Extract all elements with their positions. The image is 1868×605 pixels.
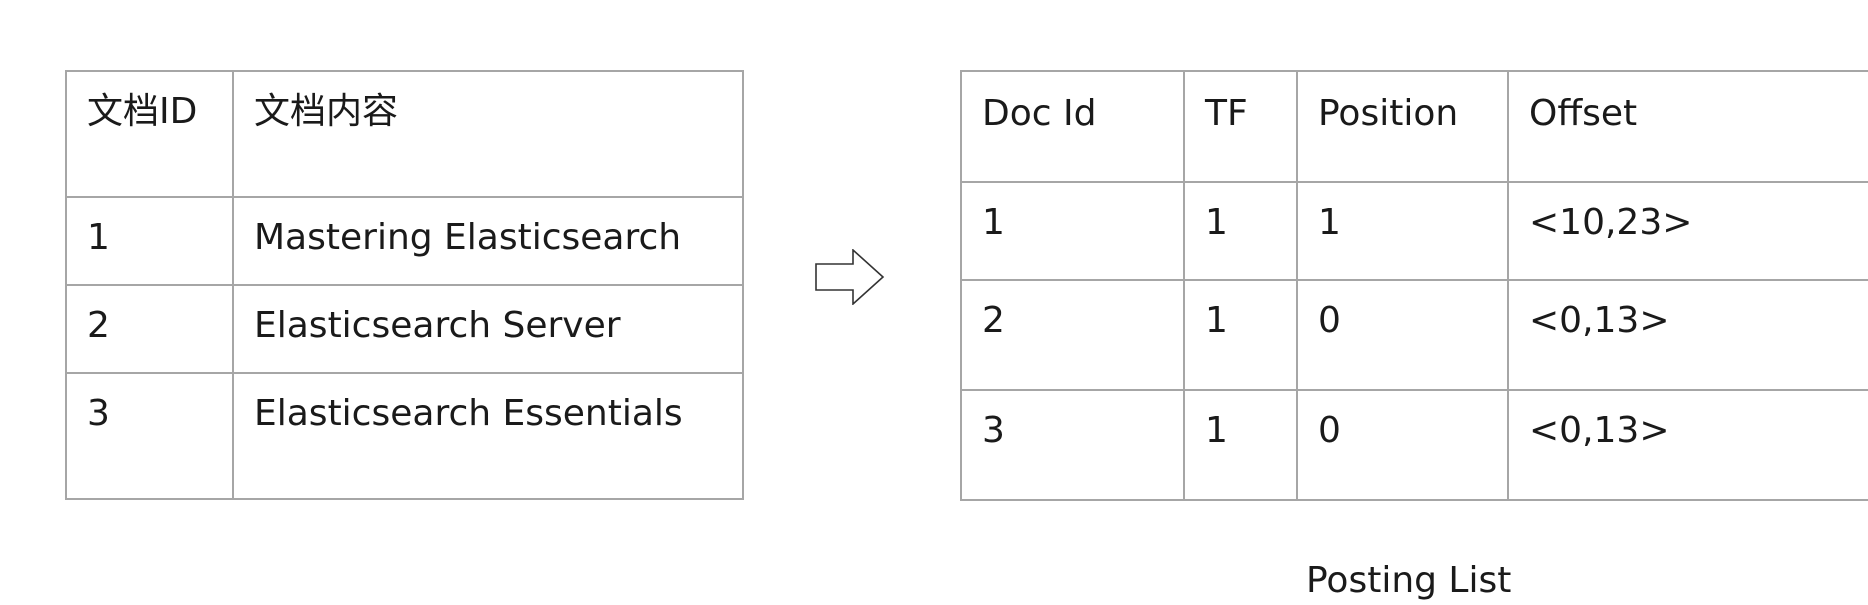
doc-id-cell: 1 [65,196,234,286]
doc-content-cell: Elasticsearch Server [232,284,744,374]
header-doc-content: 文档内容 [232,70,744,198]
position-cell: 1 [1296,181,1509,281]
header-doc-id: 文档ID [65,70,234,198]
doc-id-cell: 3 [65,372,234,500]
table-row: 1 1 1 <10,23> [960,181,1868,281]
header-tf: TF [1183,70,1298,183]
offset-cell: <10,23> [1507,181,1868,281]
right-arrow-icon [815,249,885,305]
table-header-row: 文档ID 文档内容 [65,70,744,198]
table-row: 2 Elasticsearch Server [65,284,744,374]
table-row: 2 1 0 <0,13> [960,279,1868,391]
doc-id-cell: 1 [960,181,1185,281]
doc-id-cell: 2 [960,279,1185,391]
position-cell: 0 [1296,279,1509,391]
table-row: 3 Elasticsearch Essentials [65,372,744,500]
tf-cell: 1 [1183,279,1298,391]
doc-content-cell: Elasticsearch Essentials [232,372,744,500]
header-doc-id: Doc Id [960,70,1185,183]
doc-id-cell: 2 [65,284,234,374]
doc-content-cell: Mastering Elasticsearch [232,196,744,286]
position-cell: 0 [1296,389,1509,501]
tf-cell: 1 [1183,389,1298,501]
header-position: Position [1296,70,1509,183]
table-header-row: Doc Id TF Position Offset [960,70,1868,183]
posting-list-table: Doc Id TF Position Offset 1 1 1 <10,23> … [960,70,1868,501]
table-row: 1 Mastering Elasticsearch [65,196,744,286]
posting-list-caption: Posting List [1306,560,1512,601]
doc-id-cell: 3 [960,389,1185,501]
table-row: 3 1 0 <0,13> [960,389,1868,501]
header-offset: Offset [1507,70,1868,183]
offset-cell: <0,13> [1507,389,1868,501]
tf-cell: 1 [1183,181,1298,281]
offset-cell: <0,13> [1507,279,1868,391]
document-table: 文档ID 文档内容 1 Mastering Elasticsearch 2 El… [65,70,744,500]
